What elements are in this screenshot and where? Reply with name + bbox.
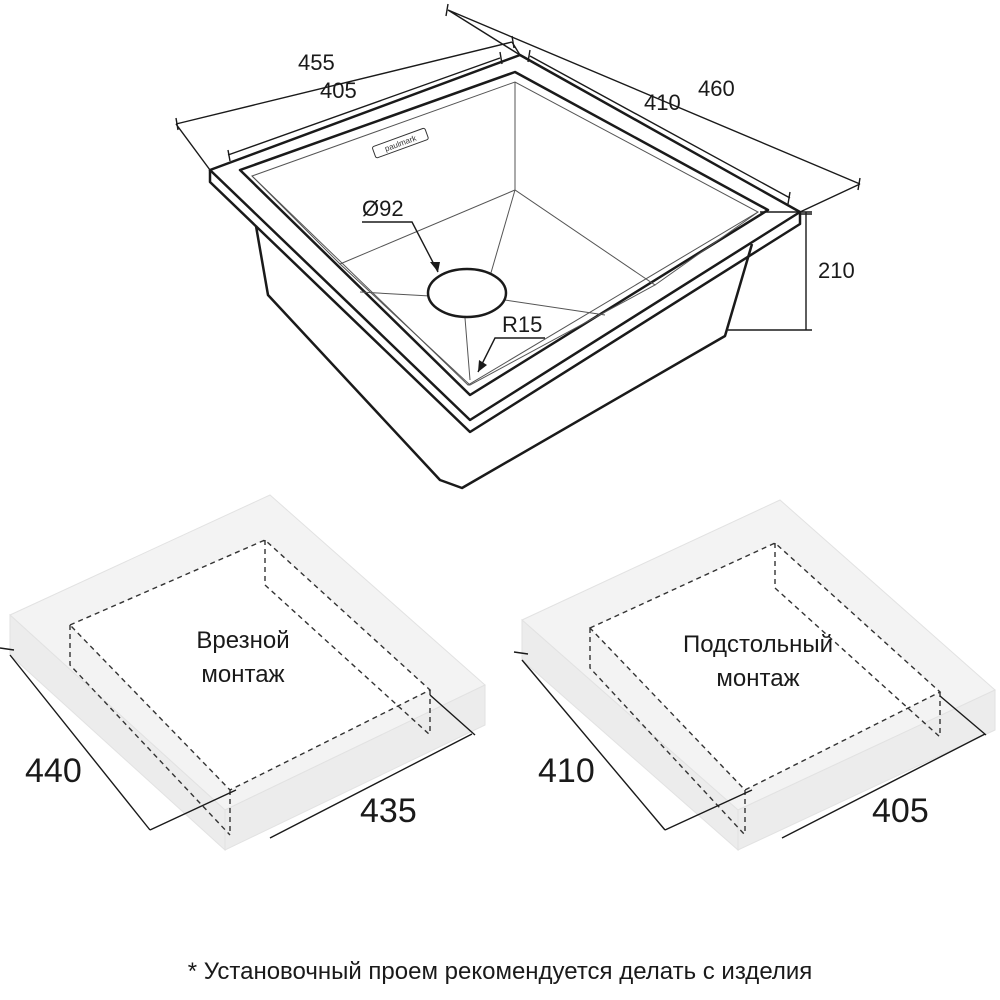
sink-rim-inner [238, 70, 770, 397]
sink-bowl-edges [251, 82, 759, 386]
dim-outer-depth: 460 [698, 76, 735, 101]
dim-line-height [728, 211, 812, 331]
cutout-2-width: 405 [872, 792, 929, 830]
dim-leader-radius [477, 337, 545, 373]
cutout-1-width: 435 [360, 792, 417, 830]
dim-line-cutout-depth-1 [0, 647, 237, 831]
cutout-1-label-line1: Врезной [196, 627, 289, 654]
dim-leader-drain-arrow [430, 262, 440, 272]
dim-line-outer-width [175, 35, 521, 171]
cutout-1-depth: 440 [25, 752, 82, 790]
dim-drain-diameter: Ø92 [362, 196, 404, 221]
dim-line-cutout-depth-2 [513, 651, 753, 831]
sink-rim-edge [208, 170, 802, 434]
cutout-1-label-line2: монтаж [201, 661, 284, 688]
sink-body [254, 225, 754, 490]
dim-height: 210 [818, 258, 855, 283]
sink-drain-rays [359, 189, 606, 381]
cutout-inset: 440 435 Врезной монтаж [0, 494, 486, 852]
dim-inner-width: 405 [320, 78, 357, 103]
sink-rim-outer [208, 53, 802, 422]
dim-corner-radius: R15 [502, 312, 542, 337]
dim-line-cutout-width-2 [781, 695, 987, 839]
cutout-2-label-line2: монтаж [716, 665, 799, 692]
dim-outer-width: 455 [298, 50, 335, 75]
cutout-opening-1 [70, 540, 430, 790]
dim-line-outer-depth [445, 3, 861, 213]
dim-leader-drain [362, 221, 439, 273]
cutout-2-depth: 410 [538, 752, 595, 790]
cutout-dashed-outline-2 [588, 542, 942, 836]
dim-line-cutout-width-1 [269, 694, 476, 839]
brand-logo: paulmark [372, 127, 429, 159]
countertop-front-2 [737, 689, 996, 851]
dim-line-inner-width [227, 51, 503, 162]
footnote: * Установочный проем рекомендуется делат… [187, 958, 813, 985]
dim-leader-radius-arrow [478, 360, 487, 372]
cutout-undermount: 410 405 Подстольный монтаж [513, 499, 996, 852]
cutout-dashed-outline-1 [68, 539, 432, 836]
dim-line-inner-depth [527, 49, 791, 205]
cutout-2-label-line1: Подстольный [683, 631, 833, 658]
cutout-opening-2 [590, 543, 940, 790]
drain-hole [426, 267, 508, 319]
sink-drawing: paulmark 455 405 410 460 210 Ø92 R15 [175, 3, 861, 490]
dim-inner-depth: 410 [644, 90, 681, 115]
